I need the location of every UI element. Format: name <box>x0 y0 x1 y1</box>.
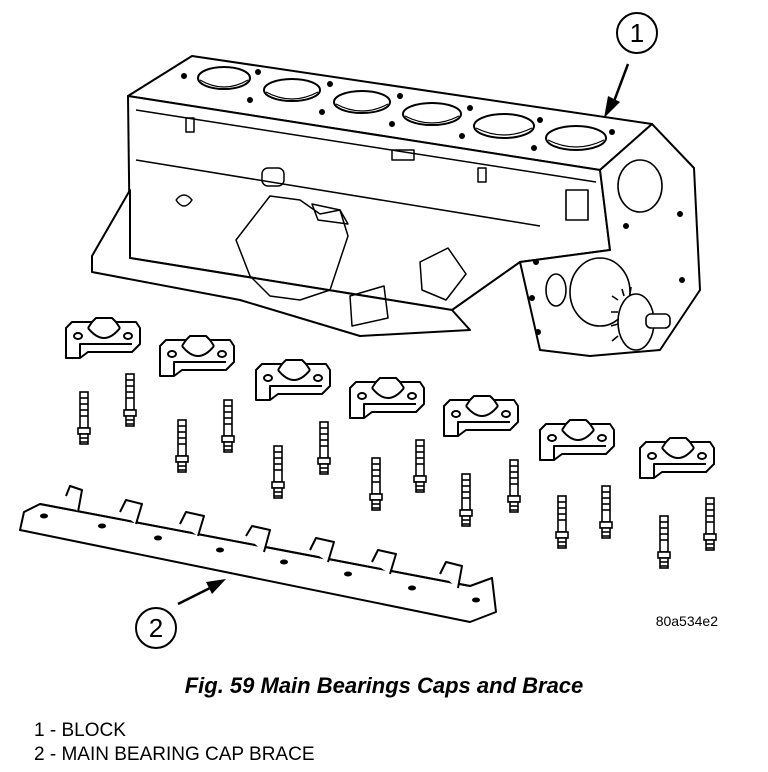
callout-1: 1 <box>604 12 658 118</box>
main-bearing-cap-brace <box>19 485 497 623</box>
engine-block <box>91 55 701 357</box>
bearing-cap-7 <box>639 437 717 569</box>
figure-code: 80a534e2 <box>656 613 719 629</box>
exploded-view-illustration: 1 2 80a534e2 <box>19 12 719 649</box>
bearing-cap-3 <box>255 359 331 499</box>
figure-caption: Fig. 59 Main Bearings Caps and Brace <box>184 673 584 698</box>
bearing-cap-6 <box>539 419 615 549</box>
legend-item-block: 1 - BLOCK <box>34 720 126 741</box>
bearing-cap-4 <box>349 377 427 511</box>
legend-item-brace: 2 - MAIN BEARING CAP BRACE <box>34 744 315 765</box>
bearing-cap-5 <box>443 395 521 527</box>
bearing-cap-2 <box>159 335 235 473</box>
bearing-cap-1 <box>65 317 141 445</box>
callout-2: 2 <box>135 579 226 649</box>
legend: 1 - BLOCK 2 - MAIN BEARING CAP BRACE <box>34 719 315 767</box>
crankshaft-gear <box>610 286 671 351</box>
svg-text:1: 1 <box>630 18 644 48</box>
callout-1-arrow <box>604 96 620 118</box>
callout-2-arrow <box>206 579 226 594</box>
svg-text:2: 2 <box>149 613 163 643</box>
